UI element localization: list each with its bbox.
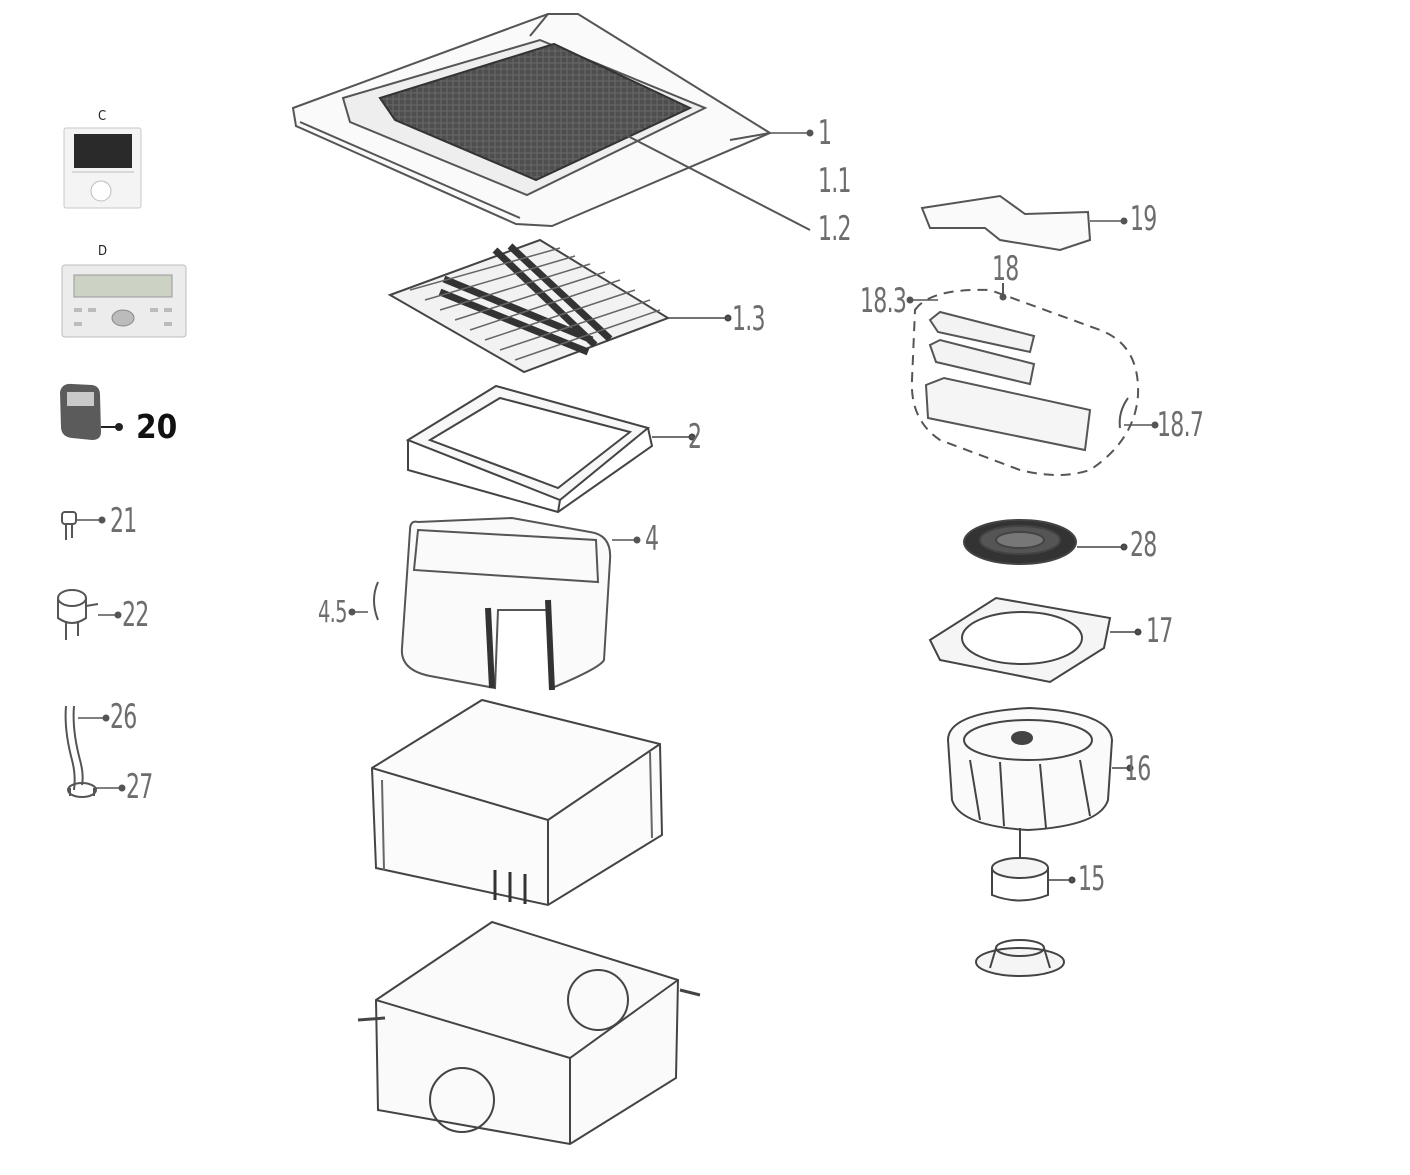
main-body-casing: [357, 920, 701, 1146]
label-part-26: 26: [110, 697, 137, 737]
part-18-electrical-box: [906, 283, 1159, 476]
controller-c-label: C: [98, 109, 107, 124]
label-part-27: 27: [126, 767, 153, 807]
part-27-drain-outlet: [67, 782, 126, 798]
label-part-20: 20: [136, 407, 178, 446]
part-22-drain-pump: [57, 589, 122, 640]
part-21-sensor: [61, 511, 106, 540]
label-part-1: 1: [818, 113, 832, 153]
label-part-2: 2: [688, 417, 702, 457]
label-part-15: 15: [1078, 859, 1105, 899]
motor-mount-base: [975, 939, 1065, 977]
drain-pan: [370, 698, 664, 907]
part-1-front-panel: [291, 13, 814, 231]
label-part-1-2: 1.2: [818, 209, 852, 249]
part-15-fan-motor: [991, 828, 1076, 902]
label-part-4: 4: [645, 519, 659, 559]
label-part-17: 17: [1146, 611, 1173, 651]
wired-controller-d: [61, 264, 187, 338]
label-part-1-3: 1.3: [732, 299, 766, 339]
label-part-16: 16: [1124, 749, 1151, 789]
part-17-bell-mouth: [928, 596, 1142, 684]
part-2-panel-frame: [405, 384, 696, 514]
part-16-fan-impeller: [946, 706, 1134, 832]
remote-control: [60, 383, 123, 440]
part-4-heat-exchanger: [348, 516, 641, 691]
label-part-28: 28: [1130, 525, 1157, 565]
part-26-drain-hose: [64, 705, 110, 791]
label-part-22: 22: [122, 595, 149, 635]
part-19-electrical-cover: [920, 194, 1128, 252]
label-part-18-3: 18.3: [860, 281, 907, 321]
label-part-4-5: 4.5: [318, 595, 347, 630]
controller-d-label: D: [98, 244, 108, 259]
label-part-21: 21: [110, 501, 137, 541]
part-1-3-return-grille: [387, 238, 732, 374]
wired-controller-c: [63, 127, 142, 209]
label-part-19: 19: [1130, 199, 1157, 239]
label-part-1-1: 1.1: [818, 161, 852, 201]
part-28-orifice-grid: [963, 519, 1128, 565]
label-part-18-7: 18.7: [1157, 405, 1204, 445]
label-part-18: 18: [992, 249, 1019, 289]
